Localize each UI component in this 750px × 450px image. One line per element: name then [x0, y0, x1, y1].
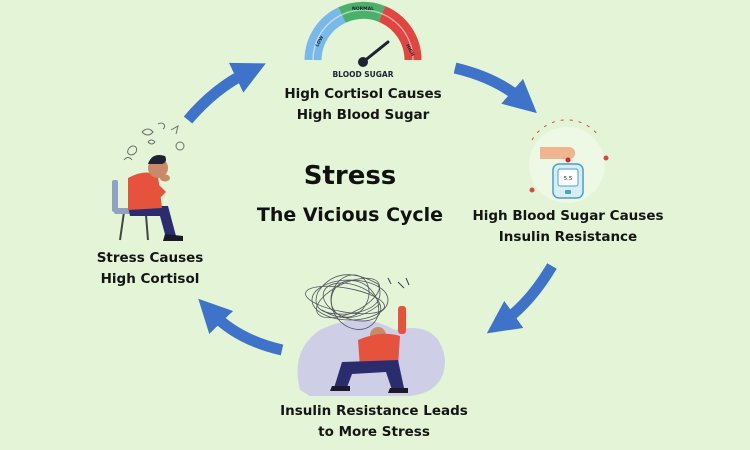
diagram-title: Stress — [303, 161, 397, 191]
finger-icon — [540, 147, 575, 159]
arrow-bottom-left — [198, 298, 284, 356]
person-pants — [128, 206, 176, 238]
step-label-left: Stress Causes High Cortisol — [80, 248, 220, 290]
gauge-normal-label: NORMAL — [352, 6, 374, 12]
step-bottom-line1: Insulin Resistance Leads — [280, 403, 468, 419]
step-label-bottom: Insulin Resistance Leads to More Stress — [268, 401, 480, 443]
arrow-bottom-right — [486, 263, 557, 334]
gauge-needle — [361, 40, 390, 64]
arrow-top-right — [453, 62, 537, 114]
step-right-line1: High Blood Sugar Causes — [472, 208, 664, 224]
gauge-high-label: HIGH — [404, 43, 415, 57]
meter-reading: 5.5 — [564, 176, 573, 182]
step-label-top: High Cortisol Causes High Blood Sugar — [263, 84, 463, 126]
gauge-caption: BLOOD SUGAR — [332, 70, 393, 79]
step-left-line1: Stress Causes — [96, 250, 204, 266]
step-top-line2: High Blood Sugar — [296, 107, 430, 123]
step-top-line1: High Cortisol Causes — [284, 86, 442, 102]
step-label-right: High Blood Sugar Causes Insulin Resistan… — [462, 206, 674, 248]
step-bottom-line2: to More Stress — [318, 424, 430, 440]
tangled-thoughts — [305, 274, 389, 330]
gauge-low-label: LOW — [314, 35, 325, 48]
step-left-line2: High Cortisol — [100, 271, 200, 287]
diagram-subtitle: The Vicious Cycle — [256, 204, 444, 226]
overwhelmed-person-pants — [334, 360, 404, 390]
center-title-block: Stress The Vicious Cycle — [230, 160, 470, 230]
arrow-top-left — [183, 62, 266, 124]
step-right-line2: Insulin Resistance — [498, 229, 638, 245]
